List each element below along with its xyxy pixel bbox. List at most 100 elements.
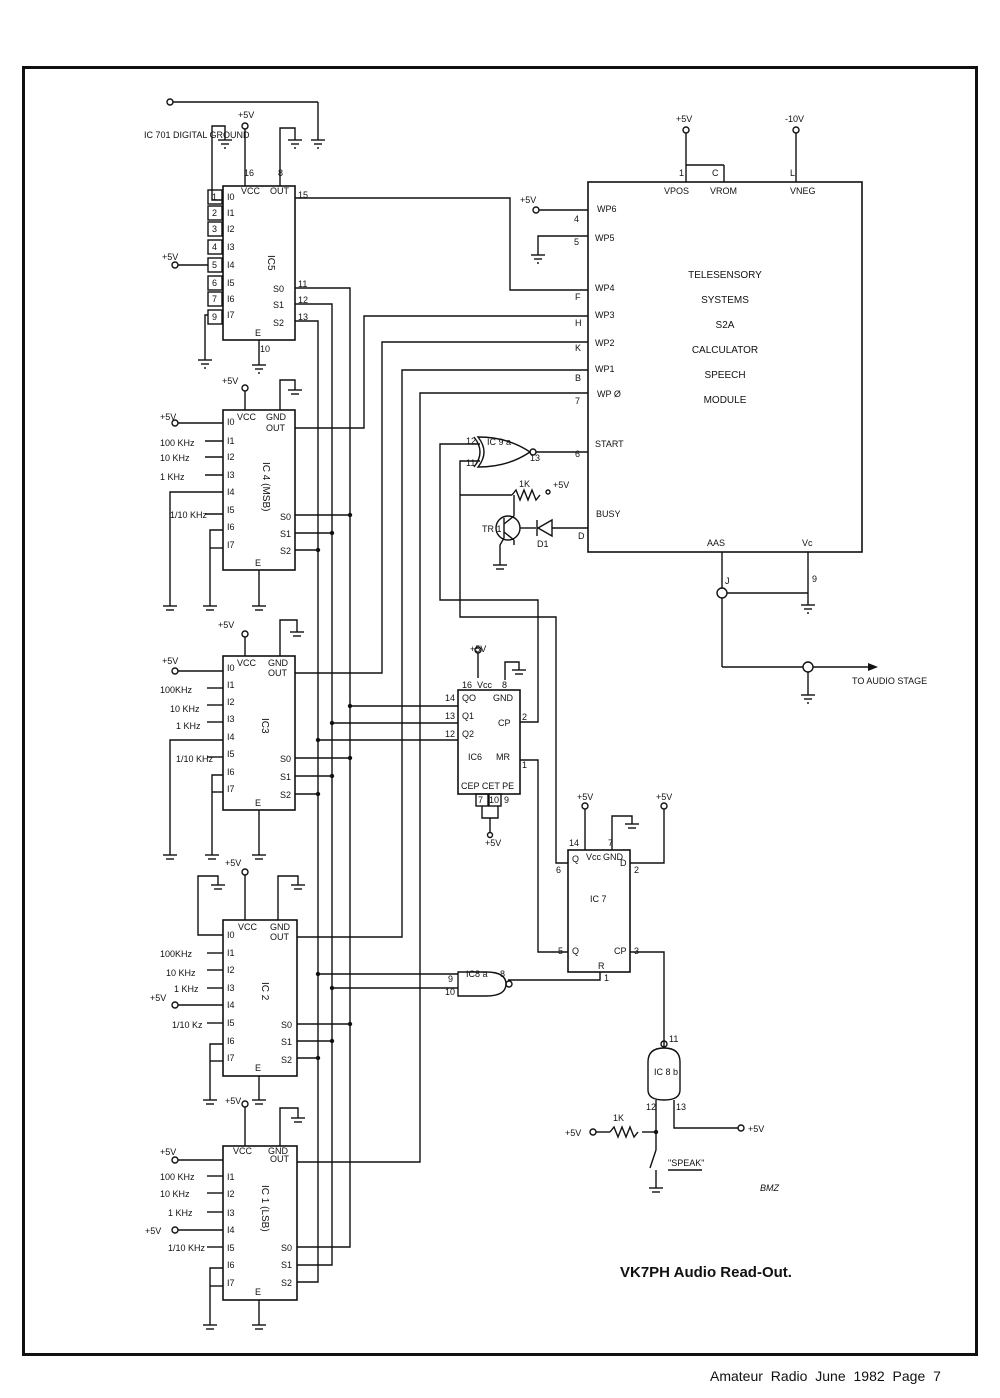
module-pin: BUSY <box>596 509 621 519</box>
svg-text:+5V: +5V <box>225 1096 241 1106</box>
svg-text:8: 8 <box>502 680 507 690</box>
svg-text:I6: I6 <box>227 294 235 304</box>
svg-text:GND: GND <box>603 852 624 862</box>
svg-text:I3: I3 <box>227 242 235 252</box>
module-power: +5V -10V +5V <box>520 114 804 264</box>
audio-output: TO AUDIO STAGE <box>716 552 927 704</box>
svg-text:1/10 Kz: 1/10 Kz <box>172 1020 203 1030</box>
svg-text:15: 15 <box>298 190 308 200</box>
svg-text:100 KHz: 100 KHz <box>160 1172 195 1182</box>
ic1-name: IC 1 (LSB) <box>259 1185 270 1232</box>
svg-text:6: 6 <box>212 278 217 288</box>
svg-text:I5: I5 <box>227 278 235 288</box>
svg-text:7: 7 <box>608 838 613 848</box>
svg-text:I2: I2 <box>227 452 235 462</box>
svg-text:S1: S1 <box>281 1260 292 1270</box>
module-pin-num: F <box>575 292 581 302</box>
svg-text:I6: I6 <box>227 767 235 777</box>
module-pin-num: D <box>578 531 585 541</box>
svg-text:I1: I1 <box>227 948 235 958</box>
module-pin: WP5 <box>595 233 615 243</box>
svg-text:S0: S0 <box>280 754 291 764</box>
power-label: +5V <box>520 195 536 205</box>
svg-text:I1: I1 <box>227 208 235 218</box>
svg-text:10 KHz: 10 KHz <box>170 704 200 714</box>
svg-text:10 KHz: 10 KHz <box>160 1189 190 1199</box>
module-pin: WP4 <box>595 283 615 293</box>
module-pin-num: 9 <box>812 574 817 584</box>
ic8b-speak: IC 8 b 11 12 13 +5V +5V 1K "SPEAK" BMZ <box>565 1034 780 1193</box>
diagram-frame <box>22 66 978 1356</box>
svg-text:2: 2 <box>634 865 639 875</box>
svg-text:+5V: +5V <box>150 993 166 1003</box>
svg-text:GND: GND <box>493 693 514 703</box>
module-pin: VNEG <box>790 186 816 196</box>
svg-text:I5: I5 <box>227 505 235 515</box>
module-line: SYSTEMS <box>701 295 749 306</box>
power-label: +5V <box>676 114 692 124</box>
svg-text:+5V: +5V <box>218 620 234 630</box>
svg-text:Vcc: Vcc <box>477 680 493 690</box>
svg-text:1: 1 <box>522 760 527 770</box>
svg-text:1 KHz: 1 KHz <box>174 984 199 994</box>
svg-text:S2: S2 <box>280 546 291 556</box>
module-pin: WP6 <box>597 204 617 214</box>
svg-text:+5V: +5V <box>565 1128 581 1138</box>
svg-text:Q: Q <box>572 946 579 956</box>
svg-text:13: 13 <box>676 1102 686 1112</box>
svg-text:OUT: OUT <box>270 932 290 942</box>
ic9-start-logic: IC 9 a 12 11 13 TR 1 1K +5V D1 <box>439 436 588 864</box>
svg-text:I6: I6 <box>227 1036 235 1046</box>
module-pin-num: C <box>712 168 719 178</box>
svg-text:11: 11 <box>466 458 475 468</box>
module-line: SPEECH <box>704 370 745 381</box>
svg-text:9: 9 <box>448 974 453 984</box>
svg-text:+5V: +5V <box>553 480 569 490</box>
svg-text:I3: I3 <box>227 470 235 480</box>
svg-text:I4: I4 <box>227 1225 235 1235</box>
svg-text:E: E <box>255 1063 261 1073</box>
svg-text:14: 14 <box>569 838 579 848</box>
svg-text:10: 10 <box>260 344 270 354</box>
audio-label: TO AUDIO STAGE <box>852 676 927 686</box>
svg-text:VCC: VCC <box>238 922 258 932</box>
svg-text:100KHz: 100KHz <box>160 685 193 695</box>
module-pin-num: 7 <box>575 396 580 406</box>
svg-text:I0: I0 <box>227 417 235 427</box>
svg-text:+5V: +5V <box>225 858 241 868</box>
ic6: QO Q1 Q2 14 13 12 GND CP MR 2 1 IC6 CEP … <box>445 644 568 953</box>
module-pin-num: B <box>575 373 581 383</box>
svg-text:I1: I1 <box>227 1172 235 1182</box>
svg-text:12: 12 <box>298 295 308 305</box>
svg-text:16: 16 <box>462 680 472 690</box>
svg-text:1/10 KHz: 1/10 KHz <box>170 510 208 520</box>
svg-text:100 KHz: 100 KHz <box>160 438 195 448</box>
svg-text:13: 13 <box>530 453 540 463</box>
svg-text:GND: GND <box>268 1146 289 1156</box>
svg-text:2: 2 <box>522 712 527 722</box>
svg-text:I0: I0 <box>227 930 235 940</box>
svg-text:VCC: VCC <box>241 186 261 196</box>
svg-text:S2: S2 <box>281 1278 292 1288</box>
module-pin-num: K <box>575 343 581 353</box>
svg-text:+5V: +5V <box>485 838 501 848</box>
svg-text:10: 10 <box>489 795 499 805</box>
svg-text:I3: I3 <box>227 983 235 993</box>
svg-text:3: 3 <box>634 946 639 956</box>
ic3-name: IC3 <box>259 718 270 734</box>
svg-text:I2: I2 <box>227 1189 235 1199</box>
svg-text:I2: I2 <box>227 965 235 975</box>
power-label: -10V <box>785 114 804 124</box>
svg-text:S2: S2 <box>281 1055 292 1065</box>
svg-text:I4: I4 <box>227 260 235 270</box>
svg-text:E: E <box>255 328 261 338</box>
module-pin-num: 1 <box>679 168 684 178</box>
svg-text:100KHz: 100KHz <box>160 949 193 959</box>
svg-text:CEP CET PE: CEP CET PE <box>461 781 514 791</box>
svg-text:9: 9 <box>504 795 509 805</box>
svg-text:1: 1 <box>604 973 609 983</box>
svg-text:CP: CP <box>498 718 511 728</box>
svg-text:IC 9 a: IC 9 a <box>487 437 511 447</box>
